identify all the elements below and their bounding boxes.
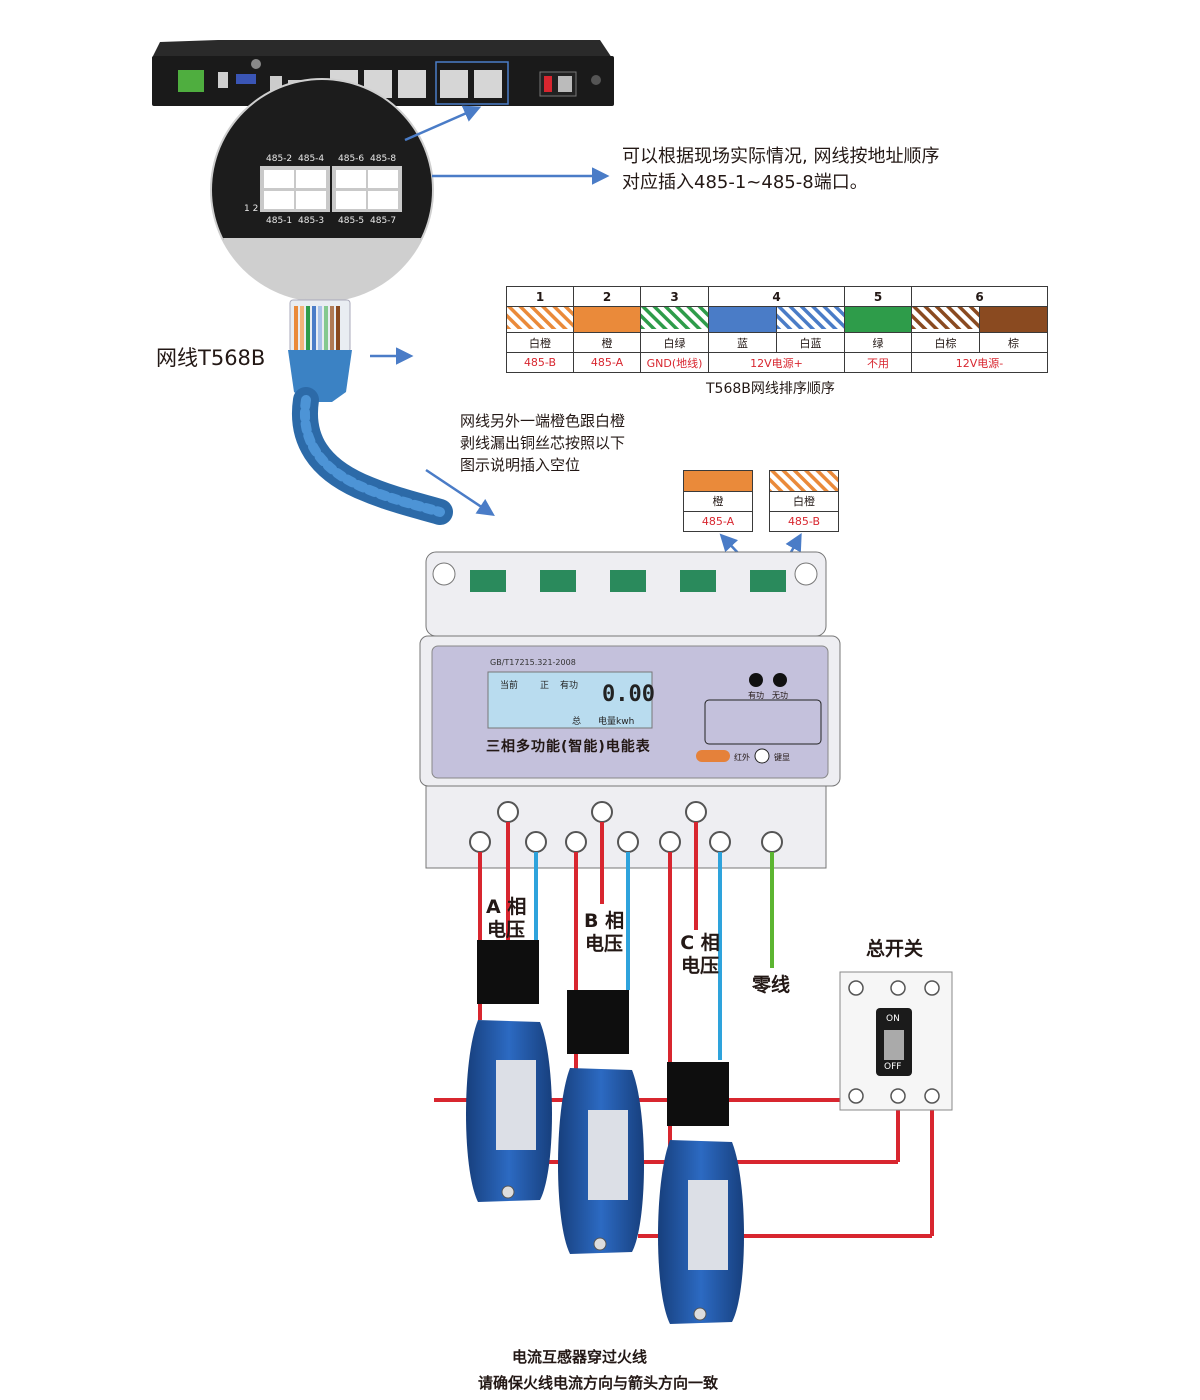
neutral-label: 零线 <box>752 974 791 996</box>
pin-number: 3 <box>640 286 709 307</box>
zoom-port-label-bottom-4: 485-7 <box>370 216 397 226</box>
wire-tag-white-orange: 白橙 485-B <box>769 470 839 532</box>
zoom-arrow <box>404 105 482 142</box>
current-transformers <box>466 1020 744 1324</box>
wire-color-name: 白蓝 <box>775 332 846 353</box>
cable-type-label: 网线T568B <box>156 346 266 370</box>
wire-swatch-white-brown <box>911 306 981 333</box>
wire-swatch-brown <box>979 306 1049 333</box>
wire-swatch-white-blue <box>775 306 846 333</box>
wire-tag-orange: 橙 485-A <box>683 470 753 532</box>
energy-meter-body <box>419 551 841 869</box>
wire-signal: 12V电源+ <box>707 352 846 373</box>
wire-color-name: 蓝 <box>708 332 777 353</box>
lcd-unit: 电量kwh <box>598 717 635 727</box>
wire-swatch-white-orange <box>506 306 574 333</box>
pin-table-caption: T568B网线排序顺序 <box>706 381 835 397</box>
wire-color-name: 白绿 <box>640 332 709 353</box>
zoom-port-label-bottom-1: 485-1 <box>266 216 293 226</box>
zoom-port-label-bottom-3: 485-5 <box>338 216 365 226</box>
phase-b-label: B 相 电压 <box>584 910 624 956</box>
rj45-connector <box>288 299 453 525</box>
pin-number: 6 <box>911 286 1049 307</box>
lcd-active: 有功 <box>560 681 579 691</box>
phase-c-label: C 相 电压 <box>680 932 720 978</box>
port-zoom-circle <box>210 78 434 302</box>
wire-tag-white-orange-signal: 485-B <box>787 515 821 528</box>
wire-swatch-white-green <box>640 306 709 333</box>
wire-color-name: 棕 <box>979 332 1049 353</box>
zoom-port-label-top-1: 485-2 <box>266 154 293 164</box>
key-label: 键显 <box>774 753 790 762</box>
phase-c-line1: C 相 <box>680 932 720 954</box>
wire-tag-orange-name: 橙 <box>684 492 752 512</box>
wire-color-name: 绿 <box>844 332 913 353</box>
lcd-total: 总 <box>572 717 582 727</box>
strip-note-line1: 网线另外一端橙色跟白橙 <box>460 412 626 430</box>
wire-signal: 12V电源- <box>911 352 1049 373</box>
phase-b-line2: 电压 <box>584 933 623 955</box>
t568b-pin-table: 1 2 3 4 5 6 白橙 橙 白绿 蓝 白蓝 绿 白棕 棕 485-B 48… <box>506 286 1049 373</box>
breaker-title: 总开关 <box>866 938 924 960</box>
port-hint-line2: 对应插入485-1~485-8端口。 <box>622 172 868 193</box>
lcd-value: 0.00 <box>602 682 655 707</box>
zoom-port-label-bottom-2: 485-3 <box>298 216 325 226</box>
lcd-positive: 正 <box>540 681 550 691</box>
pin-number: 1 <box>506 286 574 307</box>
wire-swatch-green <box>844 306 913 333</box>
port-hint-line1: 可以根据现场实际情况, 网线按地址顺序 <box>622 146 940 167</box>
phase-a-label: A 相 电压 <box>486 896 526 942</box>
wire-tag-white-orange-name: 白橙 <box>770 492 838 512</box>
zoom-port-label-top-2: 485-4 <box>298 154 325 164</box>
phase-a-line1: A 相 <box>486 896 527 918</box>
led-reactive-label: 无功 <box>772 691 788 700</box>
zoom-side-label: 1 2 <box>244 204 259 214</box>
wire-tag-orange-signal: 485-A <box>701 515 735 528</box>
ct-note-line1: 电流互感器穿过火线 <box>512 1348 648 1366</box>
breaker-on-label: ON <box>886 1014 900 1024</box>
zoom-port-label-top-3: 485-6 <box>338 154 365 164</box>
pin-number: 2 <box>573 286 641 307</box>
main-breaker-body <box>839 971 953 1111</box>
strip-note-line2: 剥线漏出铜丝芯按照以下 <box>460 434 626 452</box>
pin-number: 5 <box>844 286 913 307</box>
zoom-port-label-top-4: 485-8 <box>370 154 397 164</box>
wire-signal: GND(地线) <box>640 352 709 373</box>
breaker-off-label: OFF <box>884 1062 902 1072</box>
meter-model: GB/T17215.321-2008 <box>490 658 576 667</box>
phase-c-line2: 电压 <box>680 955 719 977</box>
wire-color-name: 橙 <box>573 332 641 353</box>
wire-swatch-blue <box>708 306 777 333</box>
wire-signal: 不用 <box>844 352 913 373</box>
strip-note-line3: 图示说明插入空位 <box>460 456 581 474</box>
wire-signal: 485-A <box>573 352 641 373</box>
meter-name: 三相多功能(智能)电能表 <box>486 739 651 755</box>
strip-arrow <box>425 468 495 516</box>
wire-color-name: 白棕 <box>911 332 981 353</box>
wire-color-name: 白橙 <box>506 332 574 353</box>
fuse-blocks <box>477 940 729 1126</box>
infrared-label: 红外 <box>734 753 750 762</box>
wire-signal: 485-B <box>506 352 574 373</box>
ct-note-line2: 请确保火线电流方向与箭头方向一致 <box>478 1374 719 1392</box>
led-active-label: 有功 <box>748 691 764 700</box>
lcd-current: 当前 <box>500 681 519 691</box>
wire-swatch-orange <box>573 306 641 333</box>
phase-a-line2: 电压 <box>486 919 525 941</box>
phase-b-line1: B 相 <box>584 910 625 932</box>
pin-number: 4 <box>707 286 846 307</box>
